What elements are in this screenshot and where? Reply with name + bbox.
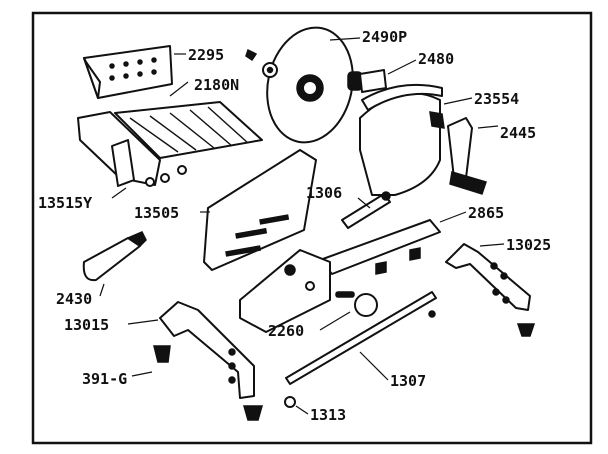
part-1306-rod bbox=[341, 191, 391, 229]
label-13515Y: 13515Y bbox=[38, 194, 92, 212]
label-2260: 2260 bbox=[268, 322, 304, 340]
part-13015-leg bbox=[153, 301, 263, 421]
label-2430: 2430 bbox=[56, 290, 92, 308]
part-2180N-carriage bbox=[77, 101, 263, 187]
part-1313-washer bbox=[284, 396, 296, 408]
part-23554-guard bbox=[359, 83, 445, 196]
label-2865: 2865 bbox=[468, 204, 504, 222]
label-2295: 2295 bbox=[188, 46, 224, 64]
leader-lines bbox=[99, 37, 505, 415]
part-2480-hub bbox=[347, 69, 387, 93]
part-2260-knob bbox=[335, 291, 378, 317]
label-391-G: 391-G bbox=[82, 370, 127, 388]
label-2490P: 2490P bbox=[362, 28, 407, 46]
label-2480: 2480 bbox=[418, 50, 454, 68]
label-1313: 1313 bbox=[310, 406, 346, 424]
label-2445: 2445 bbox=[500, 124, 536, 142]
label-13015: 13015 bbox=[64, 316, 109, 334]
part-13025-leg bbox=[445, 243, 536, 337]
part-2430-handle bbox=[82, 231, 147, 282]
part-2445-crank bbox=[447, 117, 487, 195]
part-1307-rod bbox=[285, 291, 437, 385]
part-13505-side-plate bbox=[203, 149, 317, 271]
label-1306: 1306 bbox=[306, 184, 342, 202]
label-23554: 23554 bbox=[474, 90, 519, 108]
label-13505: 13505 bbox=[134, 204, 179, 222]
label-2180N: 2180N bbox=[194, 76, 239, 94]
part-washer-screw bbox=[245, 48, 278, 78]
part-2295-plate bbox=[83, 45, 173, 99]
label-1307: 1307 bbox=[390, 372, 426, 390]
part-base-frame bbox=[239, 219, 441, 333]
diagram-border bbox=[31, 11, 593, 445]
label-13025: 13025 bbox=[506, 236, 551, 254]
